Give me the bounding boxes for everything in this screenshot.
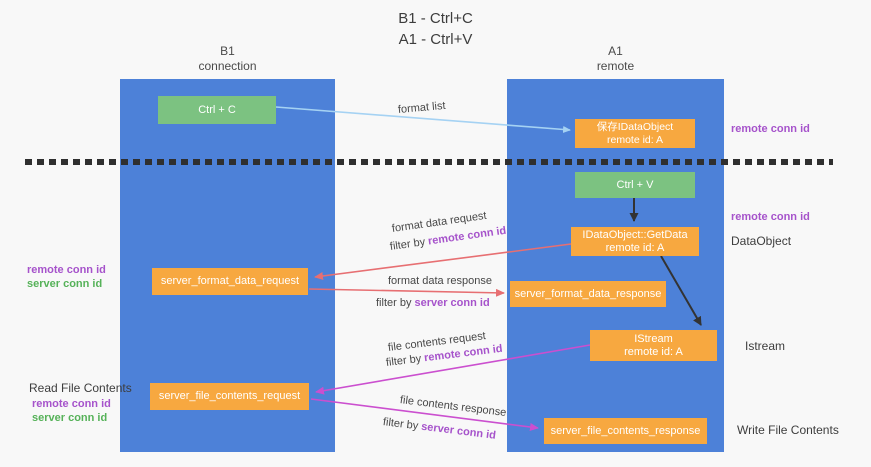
node-istream-line2: remote id: A: [624, 345, 683, 358]
title-line-2: A1 - Ctrl+V: [398, 31, 473, 48]
lane-a1-name: A1: [608, 44, 623, 58]
annotation-read-file-contents: Read File Contents: [29, 381, 132, 395]
filter-by-text: filter by: [389, 236, 426, 253]
node-save-idataobject: 保存IDataObject remote id: A: [575, 119, 695, 148]
title-line-1: B1 - Ctrl+C: [398, 10, 473, 27]
format-list-text: format list: [397, 99, 447, 116]
annotation-server-conn-id-left-lower: server conn id: [32, 412, 108, 424]
node-istream: IStream remote id: A: [590, 330, 717, 361]
node-ctrl-v: Ctrl + V: [575, 172, 695, 198]
node-server-format-data-request: server_format_data_request: [152, 268, 308, 295]
filter-by-text: filter by: [376, 297, 412, 309]
node-server-file-contents-request-label: server_file_contents_request: [158, 390, 301, 402]
server-conn-id-text: server conn id: [414, 297, 490, 309]
edge-label-format-list: format list: [397, 100, 446, 116]
server-conn-id-text: server conn id: [420, 420, 497, 442]
lane-a1-subtitle: remote: [596, 59, 635, 73]
node-server-file-contents-request: server_file_contents_request: [150, 383, 309, 410]
node-server-format-data-response: server_format_data_response: [510, 281, 666, 307]
format-data-response-arrow: [308, 288, 505, 297]
node-ctrl-c: Ctrl + C: [158, 96, 276, 124]
annotation-remote-conn-id-left: remote conn id: [27, 264, 106, 276]
node-idataobject-getdata: IDataObject::GetData remote id: A: [571, 227, 699, 256]
lane-header-a1: A1 remote: [508, 44, 723, 74]
node-server-format-data-response-label: server_format_data_response: [514, 287, 662, 300]
filter-by-text: filter by: [385, 352, 422, 369]
annotation-remote-conn-id-left-lower: remote conn id: [32, 398, 111, 410]
node-server-format-data-request-label: server_format_data_request: [160, 275, 300, 287]
node-server-file-contents-response: server_file_contents_response: [544, 418, 707, 444]
node-save-idataobject-line2: remote id: A: [606, 133, 664, 146]
annotation-remote-conn-id-top-right: remote conn id: [731, 123, 810, 135]
diagram-title: B1 - Ctrl+C A1 - Ctrl+V: [0, 8, 871, 50]
node-getdata-line2: remote id: A: [605, 241, 665, 254]
lane-b1-subtitle: connection: [198, 59, 257, 73]
node-ctrl-c-label: Ctrl + C: [198, 103, 236, 116]
annotation-dataobject: DataObject: [731, 234, 792, 248]
annotation-istream: Istream: [745, 339, 786, 353]
lane-header-b1: B1 connection: [120, 44, 335, 74]
format-data-response-text: format data response: [388, 275, 492, 287]
node-getdata-line1: IDataObject::GetData: [582, 228, 688, 241]
annotation-write-file-contents: Write File Contents: [737, 423, 839, 437]
node-save-idataobject-line1: 保存IDataObject: [596, 120, 674, 133]
edge-label-format-data-response: format data response: [388, 275, 492, 287]
edge-label-file-contents-response: file contents response: [399, 394, 507, 419]
node-istream-line1: IStream: [634, 332, 673, 345]
annotation-server-conn-id-left: server conn id: [27, 278, 103, 290]
phase-separator-dashed-line: [25, 159, 833, 165]
filter-by-text: filter by: [382, 416, 419, 433]
node-server-file-contents-response-label: server_file_contents_response: [550, 424, 701, 437]
node-ctrl-v-label: Ctrl + V: [616, 178, 654, 191]
file-contents-response-text: file contents response: [399, 394, 507, 419]
annotation-remote-conn-id-mid-right: remote conn id: [731, 211, 810, 223]
lane-b1-name: B1: [220, 44, 235, 58]
